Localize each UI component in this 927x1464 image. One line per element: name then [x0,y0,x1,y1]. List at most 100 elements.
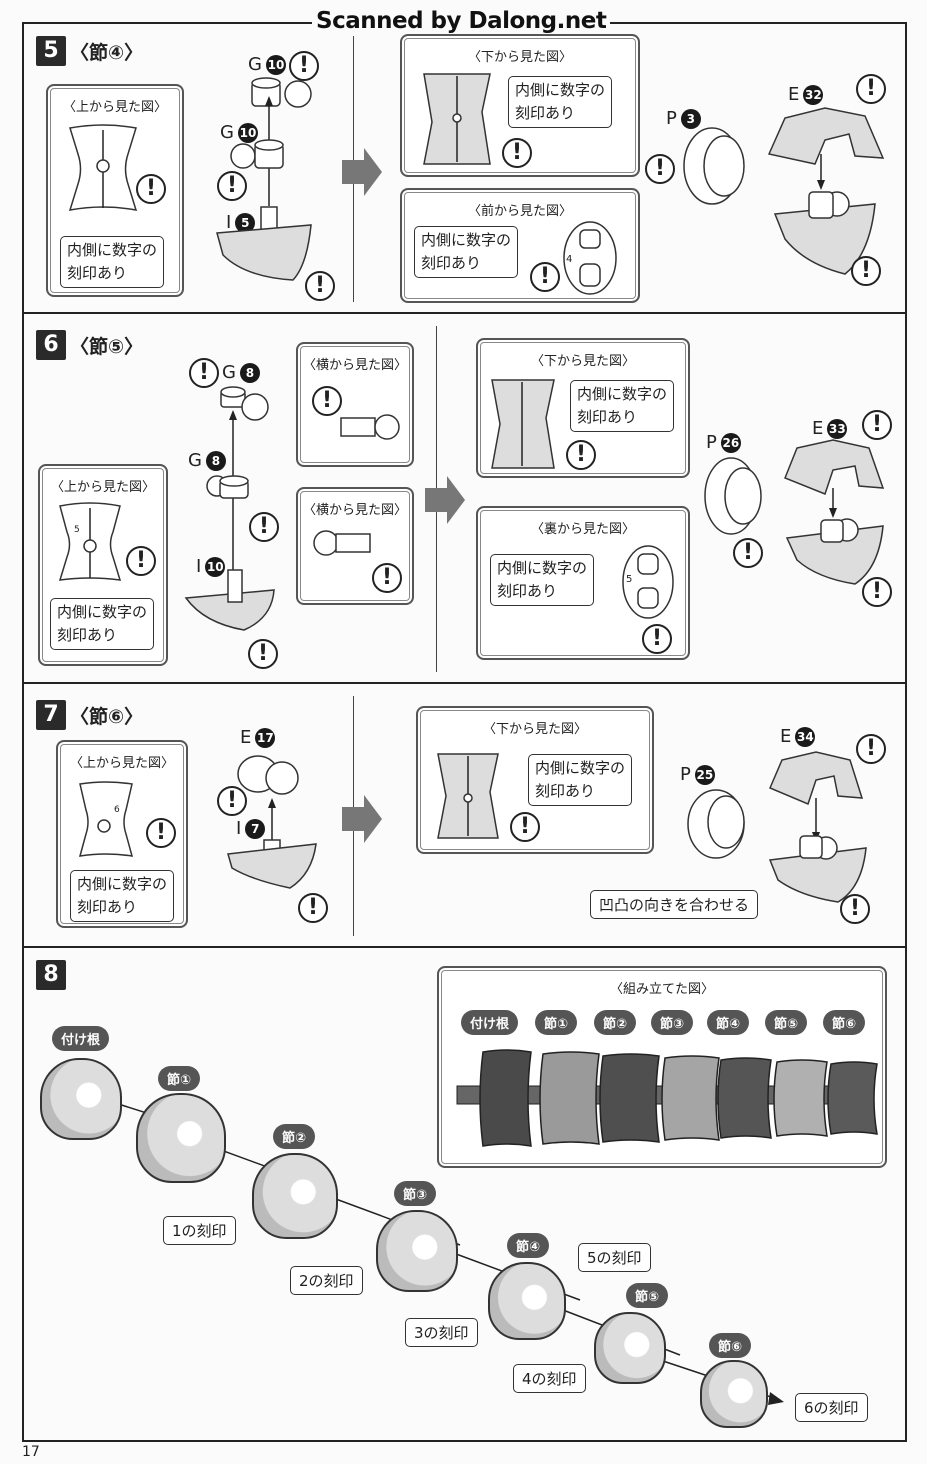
note-line: 内側に数字の [67,241,158,259]
segment-pill: 節④ [507,1233,550,1258]
warning-icon: ! [305,271,335,301]
engrave-mark-callout: 6の刻印 [795,1393,868,1422]
note-line: 刻印あり [77,898,138,916]
warning-icon: ! [840,894,870,924]
segment-pill: 付け根 [52,1026,110,1051]
ring-part-illustration [704,457,762,535]
engrave-mark-callout: 4の刻印 [513,1364,586,1393]
next-arrow-icon [425,476,465,524]
arm-segment [827,1061,878,1135]
part-side-illustration [340,414,400,440]
note-callout: 内側に数字の 刻印あり [508,76,613,128]
svg-text:6: 6 [114,805,120,815]
engrave-mark-callout: 1の刻印 [163,1216,236,1245]
warning-icon: ! [862,410,892,440]
segment-assembly-illustration [767,107,885,275]
side-view-panel: 〈横から見た図〉 ! [296,487,414,605]
warning-icon: ! [642,624,672,654]
panel-title: 〈下から見た図〉 [467,50,572,65]
warning-icon: ! [372,563,402,593]
segment-pill: 節④ [707,1010,750,1035]
warning-icon: ! [645,154,675,184]
top-view-panel: 〈上から見た図〉 6 ! 内側に数字の 刻印あり [56,740,188,928]
note-callout: 内側に数字の 刻印あり [414,226,519,278]
step-title: 〈節④〉 [70,42,144,64]
step-number: 5 [36,36,66,66]
warning-icon: ! [862,577,892,607]
panel-title: 〈組み立てた図〉 [609,982,714,997]
note-line: 内側に数字の [515,81,606,99]
segment-top-illustration [68,124,138,211]
panel-title: 〈横から見た図〉 [302,358,407,373]
arm-segment [717,1057,772,1139]
bottom-view-panel: 〈下から見た図〉 内側に数字の 刻印あり ! [400,34,640,177]
next-arrow-icon [342,148,382,196]
engrave-mark-callout: 3の刻印 [405,1318,478,1347]
warning-icon: ! [733,538,763,568]
arm-segment [773,1059,828,1137]
page-number: 17 [22,1444,40,1460]
segment-pill: 節③ [651,1010,694,1035]
front-view-panel: 〈前から見た図〉 内側に数字の 刻印あり 4 ! [400,188,640,303]
segment-top-illustration: 5 [58,502,122,581]
note-line: 内側に数字の [421,231,512,249]
part-i7-illustration [227,798,317,889]
note-line: 刻印あり [67,264,128,282]
ring-back-illustration: 5 [622,545,674,619]
segment-bottom-illustration [437,753,499,839]
step-number: 8 [36,960,66,990]
note-line: 内側に数字の [77,875,168,893]
note-line: 刻印あり [497,582,558,600]
segment-part-illustration [594,1312,666,1384]
warning-icon: ! [146,818,176,848]
segment-pill: 付け根 [461,1010,519,1035]
step-number: 7 [36,700,66,730]
bottom-view-panel: 〈下から見た図〉 内側に数字の 刻印あり ! [416,706,654,854]
note-line: 内側に数字の [577,385,668,403]
segment-pill: 節⑤ [765,1010,808,1035]
note-callout: 内側に数字の 刻印あり [570,380,675,432]
note-callout: 内側に数字の 刻印あり [60,236,165,288]
arm-segment [539,1051,600,1145]
note-line: 刻印あり [535,782,596,800]
warning-icon: ! [530,262,560,292]
segment-pill: 節⑥ [709,1333,752,1358]
warning-icon: ! [217,171,247,201]
divider [22,312,907,314]
segment-part-illustration [252,1153,338,1239]
ring-front-illustration: 4 [563,221,617,295]
divider [22,682,907,684]
warning-icon: ! [856,734,886,764]
svg-text:5: 5 [626,574,632,585]
segment-part-illustration [136,1093,226,1183]
part-e17-illustration [237,755,299,795]
warning-icon: ! [289,51,319,81]
warning-icon: ! [136,174,166,204]
top-view-panel: 〈上から見た図〉 ! 内側に数字の 刻印あり [46,84,184,297]
warning-icon: ! [502,138,532,168]
engrave-mark-callout: 2の刻印 [290,1266,363,1295]
warning-icon: ! [249,512,279,542]
note-callout: 内側に数字の 刻印あり [490,554,595,606]
part-g10-illustration [230,96,284,206]
bottom-view-panel: 〈下から見た図〉 内側に数字の 刻印あり ! [476,338,690,478]
note-line: 内側に数字の [497,559,588,577]
panel-title: 〈横から見た図〉 [302,503,407,518]
note-line: 内側に数字の [535,759,626,777]
note-line: 刻印あり [577,408,638,426]
segment-pill: 節⑥ [823,1010,866,1035]
panel-title: 〈前から見た図〉 [467,204,572,219]
top-view-panel: 〈上から見た図〉 5 ! 内側に数字の 刻印あり [38,464,168,666]
note-line: 刻印あり [421,254,482,272]
